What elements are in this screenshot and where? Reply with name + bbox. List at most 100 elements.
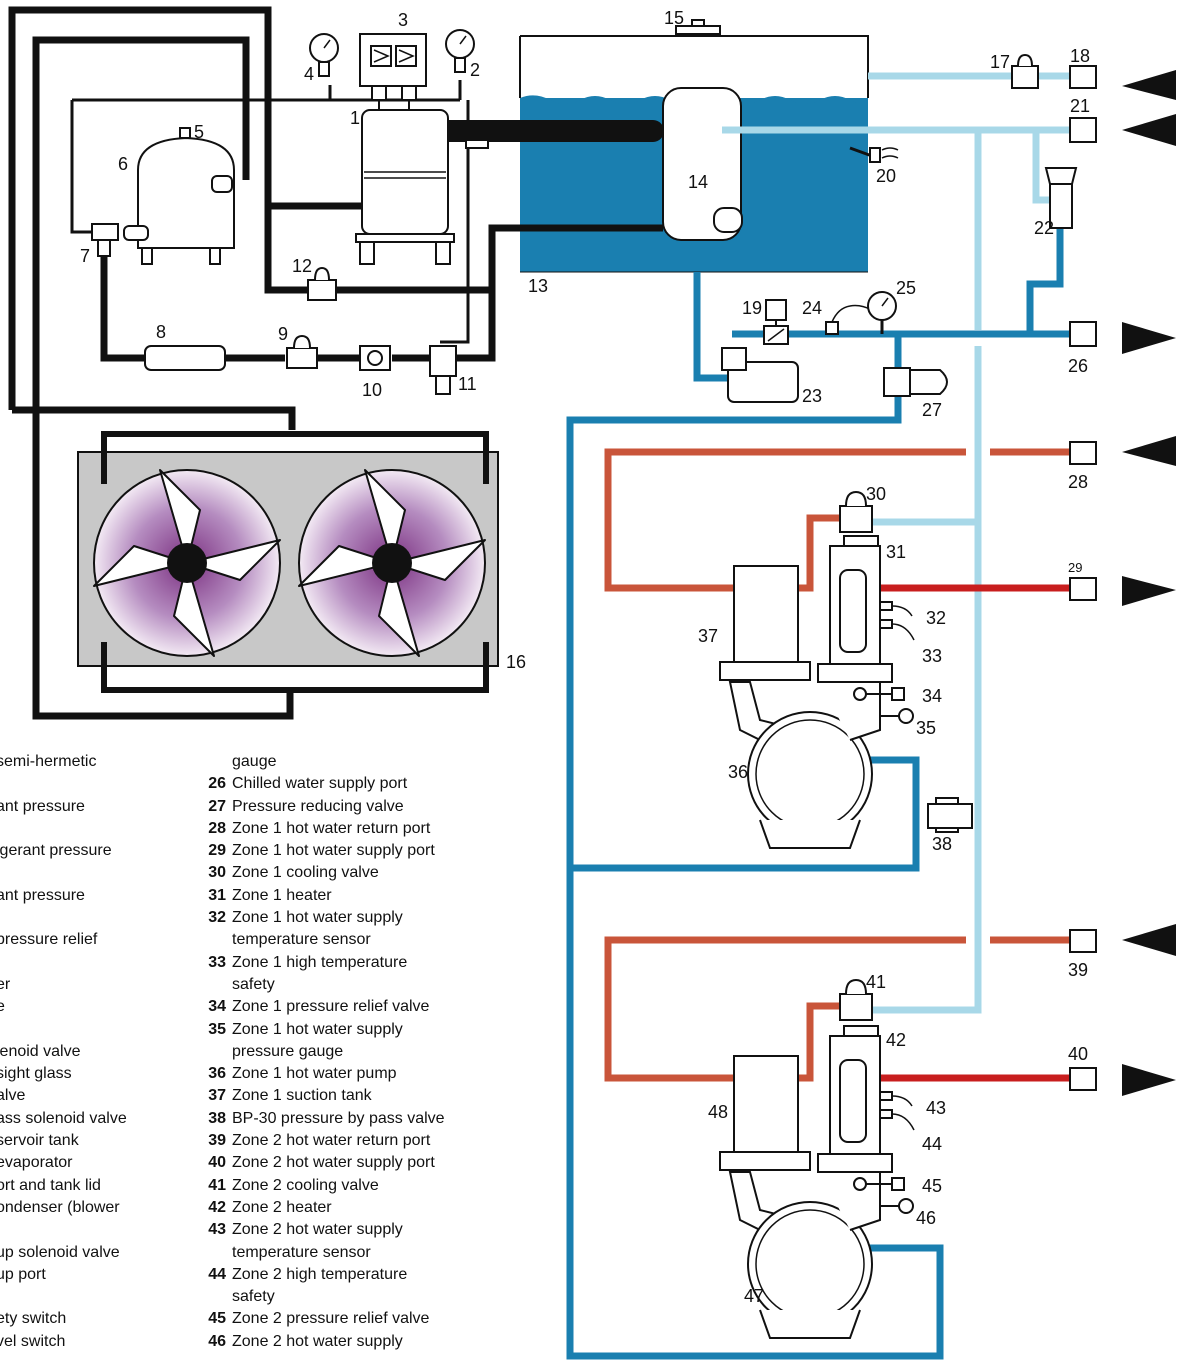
- legend-item-label: Zone 1 high temperature: [232, 953, 408, 971]
- legend-item-label: Zone 1 heater: [232, 886, 332, 904]
- legend-left-row: ondenser (blower: [0, 1198, 120, 1216]
- legend-item: 32 Zone 1 hot water supply: [196, 907, 445, 929]
- zone2-cooling-valve: [839, 978, 873, 1021]
- legend-item-label: Zone 2 pressure relief valve: [232, 1310, 430, 1328]
- callout-2: 2: [470, 60, 480, 80]
- legend-left-row: up solenoid valve: [0, 1243, 120, 1261]
- legend-item-number: [196, 1242, 226, 1264]
- callout-6: 6: [118, 154, 128, 174]
- legend-left-row: vel switch: [0, 1332, 66, 1350]
- tank-lid: [675, 19, 721, 35]
- legend-item-label: Zone 1 suction tank: [232, 1087, 372, 1105]
- callout-22: 22: [1034, 218, 1054, 238]
- callout-labels: 1 2 3 4 5 6 7 8 9 10 11 12 13 14 15 16 1…: [80, 8, 1090, 1306]
- flow-switch-19: [763, 299, 789, 345]
- legend-item-label: Zone 2 hot water supply: [232, 1332, 403, 1350]
- callout-9: 9: [278, 324, 288, 344]
- zone1-pump: [728, 681, 881, 849]
- pressure-reducing-valve-22: [1044, 167, 1078, 229]
- makeup-water-lines: [722, 72, 1070, 1014]
- legend-item-number: 44: [208, 1265, 226, 1283]
- callout-15: 15: [664, 8, 684, 28]
- callout-34: 34: [922, 686, 942, 706]
- refrigerant-lines: [8, 6, 663, 720]
- callout-26: 26: [1068, 356, 1088, 376]
- legend-left-row: ant pressure: [0, 797, 85, 815]
- legend-item-label: Zone 1 hot water return port: [232, 819, 431, 837]
- callout-39: 39: [1068, 960, 1088, 980]
- legend-item-label: Zone 1 hot water pump: [232, 1065, 397, 1083]
- legend-item: safety: [196, 1286, 445, 1308]
- legend-item-number: 45: [208, 1310, 226, 1328]
- legend-item-number: 30: [208, 864, 226, 882]
- callout-36: 36: [728, 762, 748, 782]
- legend-item-number: 28: [208, 819, 226, 837]
- legend-item-number: [196, 974, 226, 996]
- callout-1: 1: [350, 108, 360, 128]
- legend-left-row: evaporator: [0, 1154, 73, 1172]
- legend-item-label: safety: [232, 975, 275, 993]
- solenoid-valve-9: [286, 334, 318, 369]
- makeup-solenoid-valve: [1011, 53, 1039, 89]
- callout-46: 46: [916, 1208, 936, 1228]
- legend-item-label: Zone 1 pressure relief valve: [232, 998, 430, 1016]
- evaporator: [662, 87, 743, 241]
- legend-item: 36 Zone 1 hot water pump: [196, 1063, 445, 1085]
- legend-left-row: servoir tank: [0, 1132, 79, 1150]
- callout-27: 27: [922, 400, 942, 420]
- suction-line: [410, 120, 664, 142]
- legend-item-label: Zone 1 hot water supply: [232, 909, 403, 927]
- tee-fitting: [91, 223, 119, 257]
- callout-31: 31: [886, 542, 906, 562]
- legend-left-row: er: [0, 975, 11, 993]
- legend-item: 45 Zone 2 pressure relief valve: [196, 1308, 445, 1330]
- zone2-sensors: [879, 1091, 915, 1131]
- legend-left-row: [0, 1019, 127, 1041]
- legend-item-number: 36: [208, 1065, 226, 1083]
- legend-item: safety: [196, 974, 445, 996]
- legend-item-label: Zone 1 hot water supply: [232, 1020, 403, 1038]
- legend-item-number: 32: [208, 909, 226, 927]
- legend-item-label: Zone 2 cooling valve: [232, 1176, 379, 1194]
- hot-water-return-zone1: [604, 448, 1070, 592]
- callout-17: 17: [990, 52, 1010, 72]
- callout-42: 42: [886, 1030, 906, 1050]
- callout-32: 32: [926, 608, 946, 628]
- zone1-relief-valve: [853, 687, 905, 701]
- legend-item-label: pressure gauge: [232, 1042, 344, 1060]
- callout-21: 21: [1070, 96, 1090, 116]
- pressure-reducing-valve-27: [883, 367, 948, 397]
- legend-item-number: [196, 929, 226, 951]
- callout-13: 13: [528, 276, 548, 296]
- sensor-bulb: [465, 139, 489, 149]
- condenser-fan-right: [298, 469, 486, 657]
- legend-left-row: [0, 1219, 127, 1241]
- zone2-pressure-gauge: [880, 1198, 914, 1214]
- callout-8: 8: [156, 322, 166, 342]
- callout-12: 12: [292, 256, 312, 276]
- callout-28: 28: [1068, 472, 1088, 492]
- temperature-sensor-24: [825, 304, 873, 335]
- legend-left-row: alve: [0, 1087, 26, 1105]
- legend-item-number: 41: [208, 1176, 226, 1194]
- legend-item-number: 43: [208, 1221, 226, 1239]
- expansion-valve: [429, 345, 457, 395]
- pressure-switch: [359, 33, 427, 110]
- legend-item-label: temperature sensor: [232, 931, 371, 949]
- zone1-suction-tank: [719, 565, 811, 681]
- callout-14: 14: [688, 172, 708, 192]
- legend-left-row: ort and tank lid: [0, 1176, 101, 1194]
- sight-glass: [359, 345, 391, 371]
- legend-left: semi-hermetic ant pressure igerant press…: [0, 751, 127, 1353]
- legend-left-row: [0, 907, 127, 929]
